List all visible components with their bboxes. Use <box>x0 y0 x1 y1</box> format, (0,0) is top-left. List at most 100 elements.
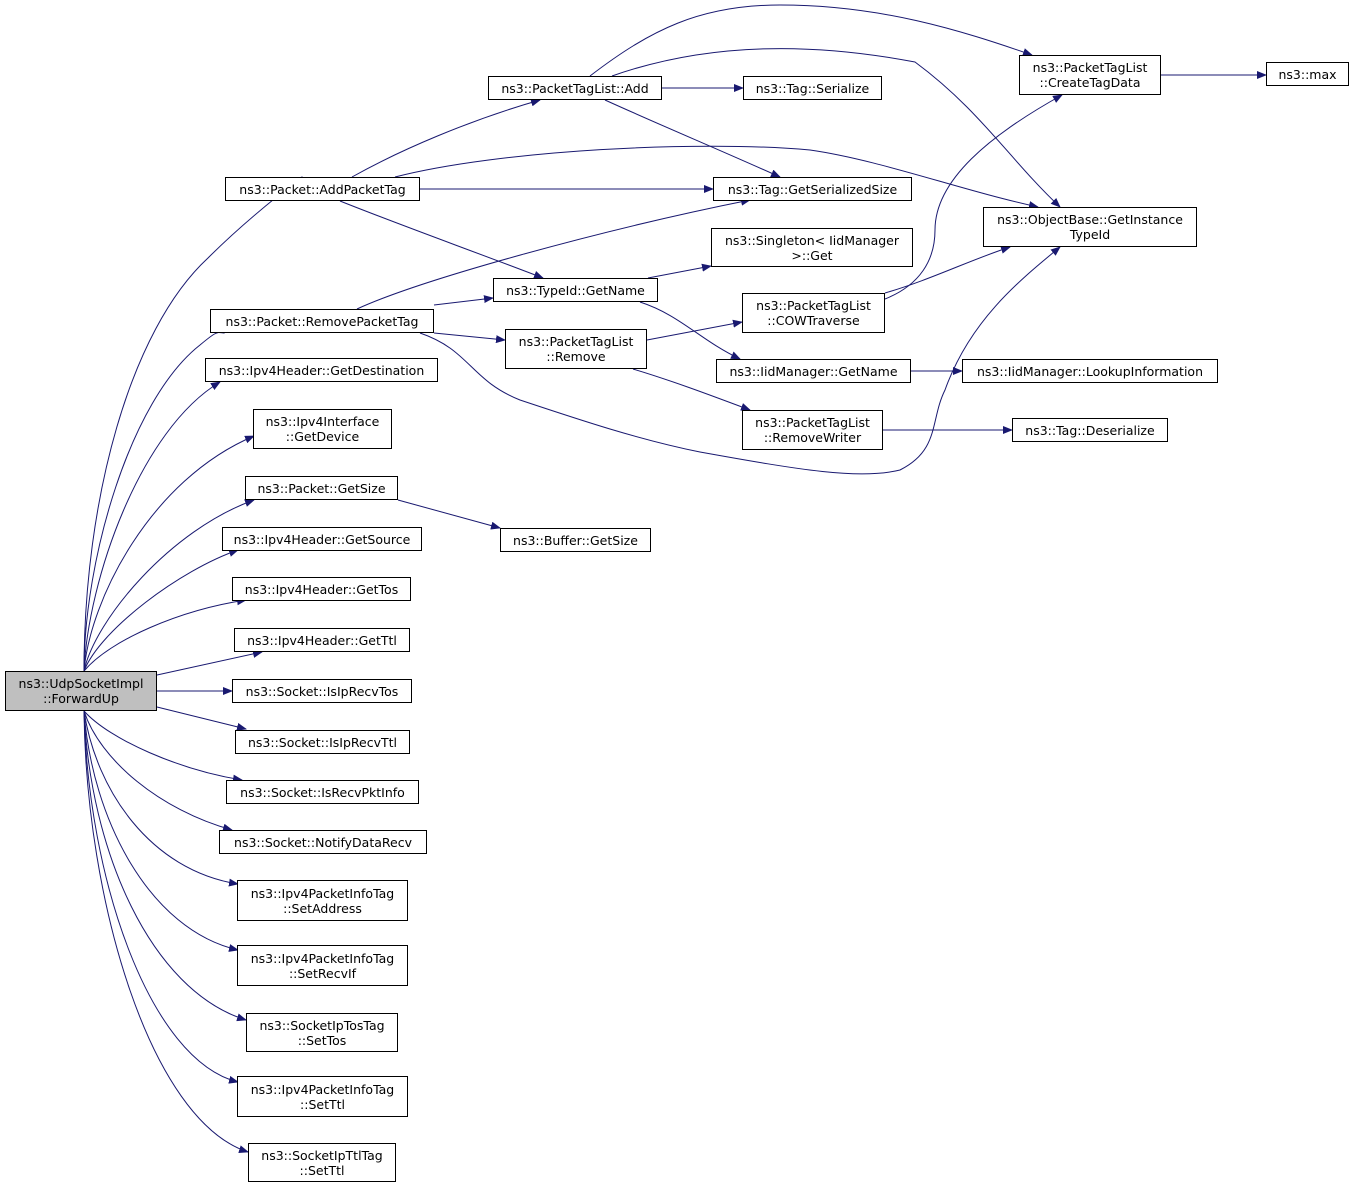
node-label: ns3::Ipv4Header::GetTtl <box>247 632 397 648</box>
node-singleton[interactable]: ns3::Singleton< IidManager>::Get <box>711 228 913 267</box>
edge-getsize-to-buffersize <box>397 499 501 530</box>
node-setaddress[interactable]: ns3::Ipv4PacketInfoTag::SetAddress <box>237 880 408 921</box>
node-settos[interactable]: ns3::SocketIpTosTag::SetTos <box>246 1013 398 1052</box>
edge-typeidname-to-iidgetname <box>639 301 741 360</box>
node-getsize[interactable]: ns3::Packet::GetSize <box>245 476 398 500</box>
node-tagdeserialize[interactable]: ns3::Tag::Deserialize <box>1012 418 1168 442</box>
node-label: ns3::max <box>1278 66 1337 82</box>
node-remtag[interactable]: ns3::Packet::RemovePacketTag <box>210 309 434 333</box>
edge-ptladd-to-createtagdata <box>589 4 1033 77</box>
node-createtagdata[interactable]: ns3::PacketTagList::CreateTagData <box>1019 55 1161 95</box>
edge-udp-to-setrecvif <box>83 710 239 952</box>
node-gettos[interactable]: ns3::Ipv4Header::GetTos <box>232 577 411 601</box>
edge-udp-to-getdest <box>83 381 221 672</box>
node-label: ns3::IidManager::GetName <box>729 363 898 379</box>
node-label: ns3::Ipv4Header::GetSource <box>233 531 411 547</box>
node-isiprecvttl[interactable]: ns3::Socket::IsIpRecvTtl <box>235 730 410 754</box>
node-max[interactable]: ns3::max <box>1266 62 1349 86</box>
node-label: ns3::Packet::GetSize <box>257 480 386 496</box>
edge-addtag-to-getinstance <box>394 145 1039 209</box>
node-label: ::CreateTagData <box>1039 75 1141 90</box>
node-label: >::Get <box>791 247 833 263</box>
node-setttl2[interactable]: ns3::SocketIpTtlTag::SetTtl <box>248 1143 396 1182</box>
node-cowtraverse[interactable]: ns3::PacketTagList::COWTraverse <box>742 293 885 333</box>
node-label: TypeId <box>1069 227 1111 242</box>
node-getdevice[interactable]: ns3::Ipv4Interface::GetDevice <box>253 409 392 449</box>
edge-remtag-to-typeidname <box>433 295 494 306</box>
edge-addtag-to-ptladd <box>351 98 541 178</box>
node-getdest[interactable]: ns3::Ipv4Header::GetDestination <box>205 358 438 382</box>
edge-udp-to-getdevice <box>83 435 255 672</box>
node-label: ::SetTtl <box>300 1096 345 1112</box>
node-ptlremove[interactable]: ns3::PacketTagList::Remove <box>505 329 647 369</box>
node-label: ns3::ObjectBase::GetInstance <box>997 212 1183 227</box>
node-label: ns3::TypeId::GetName <box>506 282 645 298</box>
node-label: ns3::PacketTagList <box>755 415 870 430</box>
edge-udp-to-getsource <box>83 549 239 672</box>
edge-remtag-to-getinstance <box>419 246 1061 475</box>
node-label: ns3::Socket::IsIpRecvTos <box>245 683 399 699</box>
node-removewriter[interactable]: ns3::PacketTagList::RemoveWriter <box>742 410 883 450</box>
node-label: ns3::Ipv4PacketInfoTag <box>250 1081 395 1097</box>
node-tagsersize[interactable]: ns3::Tag::GetSerializedSize <box>713 177 912 201</box>
node-label: ::GetDevice <box>285 429 360 444</box>
node-udp: ns3::UdpSocketImpl::ForwardUp <box>5 671 157 711</box>
node-label: ns3::Socket::IsRecvPktInfo <box>240 784 405 800</box>
node-label: ns3::UdpSocketImpl <box>18 676 144 691</box>
node-label: ns3::Ipv4Header::GetDestination <box>218 362 425 378</box>
node-label: ns3::Ipv4PacketInfoTag <box>250 950 395 966</box>
edge-cowtraverse-to-getinstance <box>884 245 1011 294</box>
node-ptladd[interactable]: ns3::PacketTagList::Add <box>488 76 662 100</box>
node-label: ns3::Packet::AddPacketTag <box>239 181 406 197</box>
node-label: ns3::Tag::GetSerializedSize <box>727 181 898 197</box>
node-addtag[interactable]: ns3::Packet::AddPacketTag <box>225 177 420 201</box>
node-label: ns3::Tag::Serialize <box>755 80 870 96</box>
edge-ptlremove-to-cowtraverse <box>646 319 743 341</box>
node-label: ns3::Ipv4Header::GetTos <box>244 581 399 597</box>
node-tagserialize[interactable]: ns3::Tag::Serialize <box>743 76 882 100</box>
edge-addtag-to-typeidname <box>339 200 544 279</box>
node-label: ns3::SocketIpTtlTag <box>261 1147 383 1163</box>
edge-udp-to-isrecvpktinfo <box>83 710 243 783</box>
node-label: ns3::Packet::RemovePacketTag <box>225 313 419 329</box>
node-getttl[interactable]: ns3::Ipv4Header::GetTtl <box>234 628 410 652</box>
edge-udp-to-getttl <box>156 650 263 676</box>
edge-udp-to-gettos <box>83 597 247 672</box>
edge-udp-to-settos <box>83 710 247 1022</box>
node-iidgetname[interactable]: ns3::IidManager::GetName <box>716 359 911 383</box>
node-label: ::SetRecvIf <box>288 965 357 981</box>
node-notify[interactable]: ns3::Socket::NotifyDataRecv <box>219 830 427 854</box>
node-label: ::SetTos <box>297 1032 347 1048</box>
edge-udp-to-addtag <box>83 176 303 672</box>
node-buffersize[interactable]: ns3::Buffer::GetSize <box>500 528 651 552</box>
node-label: ns3::Ipv4PacketInfoTag <box>250 885 395 901</box>
node-label: ::SetAddress <box>283 900 362 916</box>
edge-udp-to-notify <box>83 710 233 832</box>
node-label: ns3::PacketTagList <box>756 298 871 313</box>
edge-ptladd-to-getinstance <box>611 48 1061 208</box>
node-lookup[interactable]: ns3::IidManager::LookupInformation <box>962 359 1218 383</box>
edge-udp-to-setaddress <box>83 710 239 887</box>
node-typeidname[interactable]: ns3::TypeId::GetName <box>493 278 658 302</box>
node-label: ns3::Socket::IsIpRecvTtl <box>248 734 397 750</box>
node-setttl1[interactable]: ns3::Ipv4PacketInfoTag::SetTtl <box>237 1076 408 1117</box>
edge-ptlremove-to-removewriter <box>632 368 751 411</box>
node-label: ns3::PacketTagList <box>518 334 634 349</box>
node-isrecvpktinfo[interactable]: ns3::Socket::IsRecvPktInfo <box>226 780 419 804</box>
edge-remtag-to-ptlremove <box>433 332 506 344</box>
node-setrecvif[interactable]: ns3::Ipv4PacketInfoTag::SetRecvIf <box>237 945 408 986</box>
edge-udp-to-setttl1 <box>83 710 239 1084</box>
edge-udp-to-setttl2 <box>83 710 249 1153</box>
node-label: ::COWTraverse <box>767 313 860 328</box>
node-label: ns3::SocketIpTosTag <box>259 1017 385 1033</box>
node-isiprecvtos[interactable]: ns3::Socket::IsIpRecvTos <box>232 679 412 703</box>
node-label: ns3::Socket::NotifyDataRecv <box>234 834 412 850</box>
edge-udp-to-isiprecvttl <box>156 706 247 731</box>
edge-remtag-to-tagsersize <box>356 197 751 310</box>
node-label: ns3::Buffer::GetSize <box>513 532 638 548</box>
edge-typeidname-to-singleton <box>647 263 712 279</box>
node-getsource[interactable]: ns3::Ipv4Header::GetSource <box>222 527 422 551</box>
node-label: ns3::PacketTagList <box>1032 60 1148 75</box>
